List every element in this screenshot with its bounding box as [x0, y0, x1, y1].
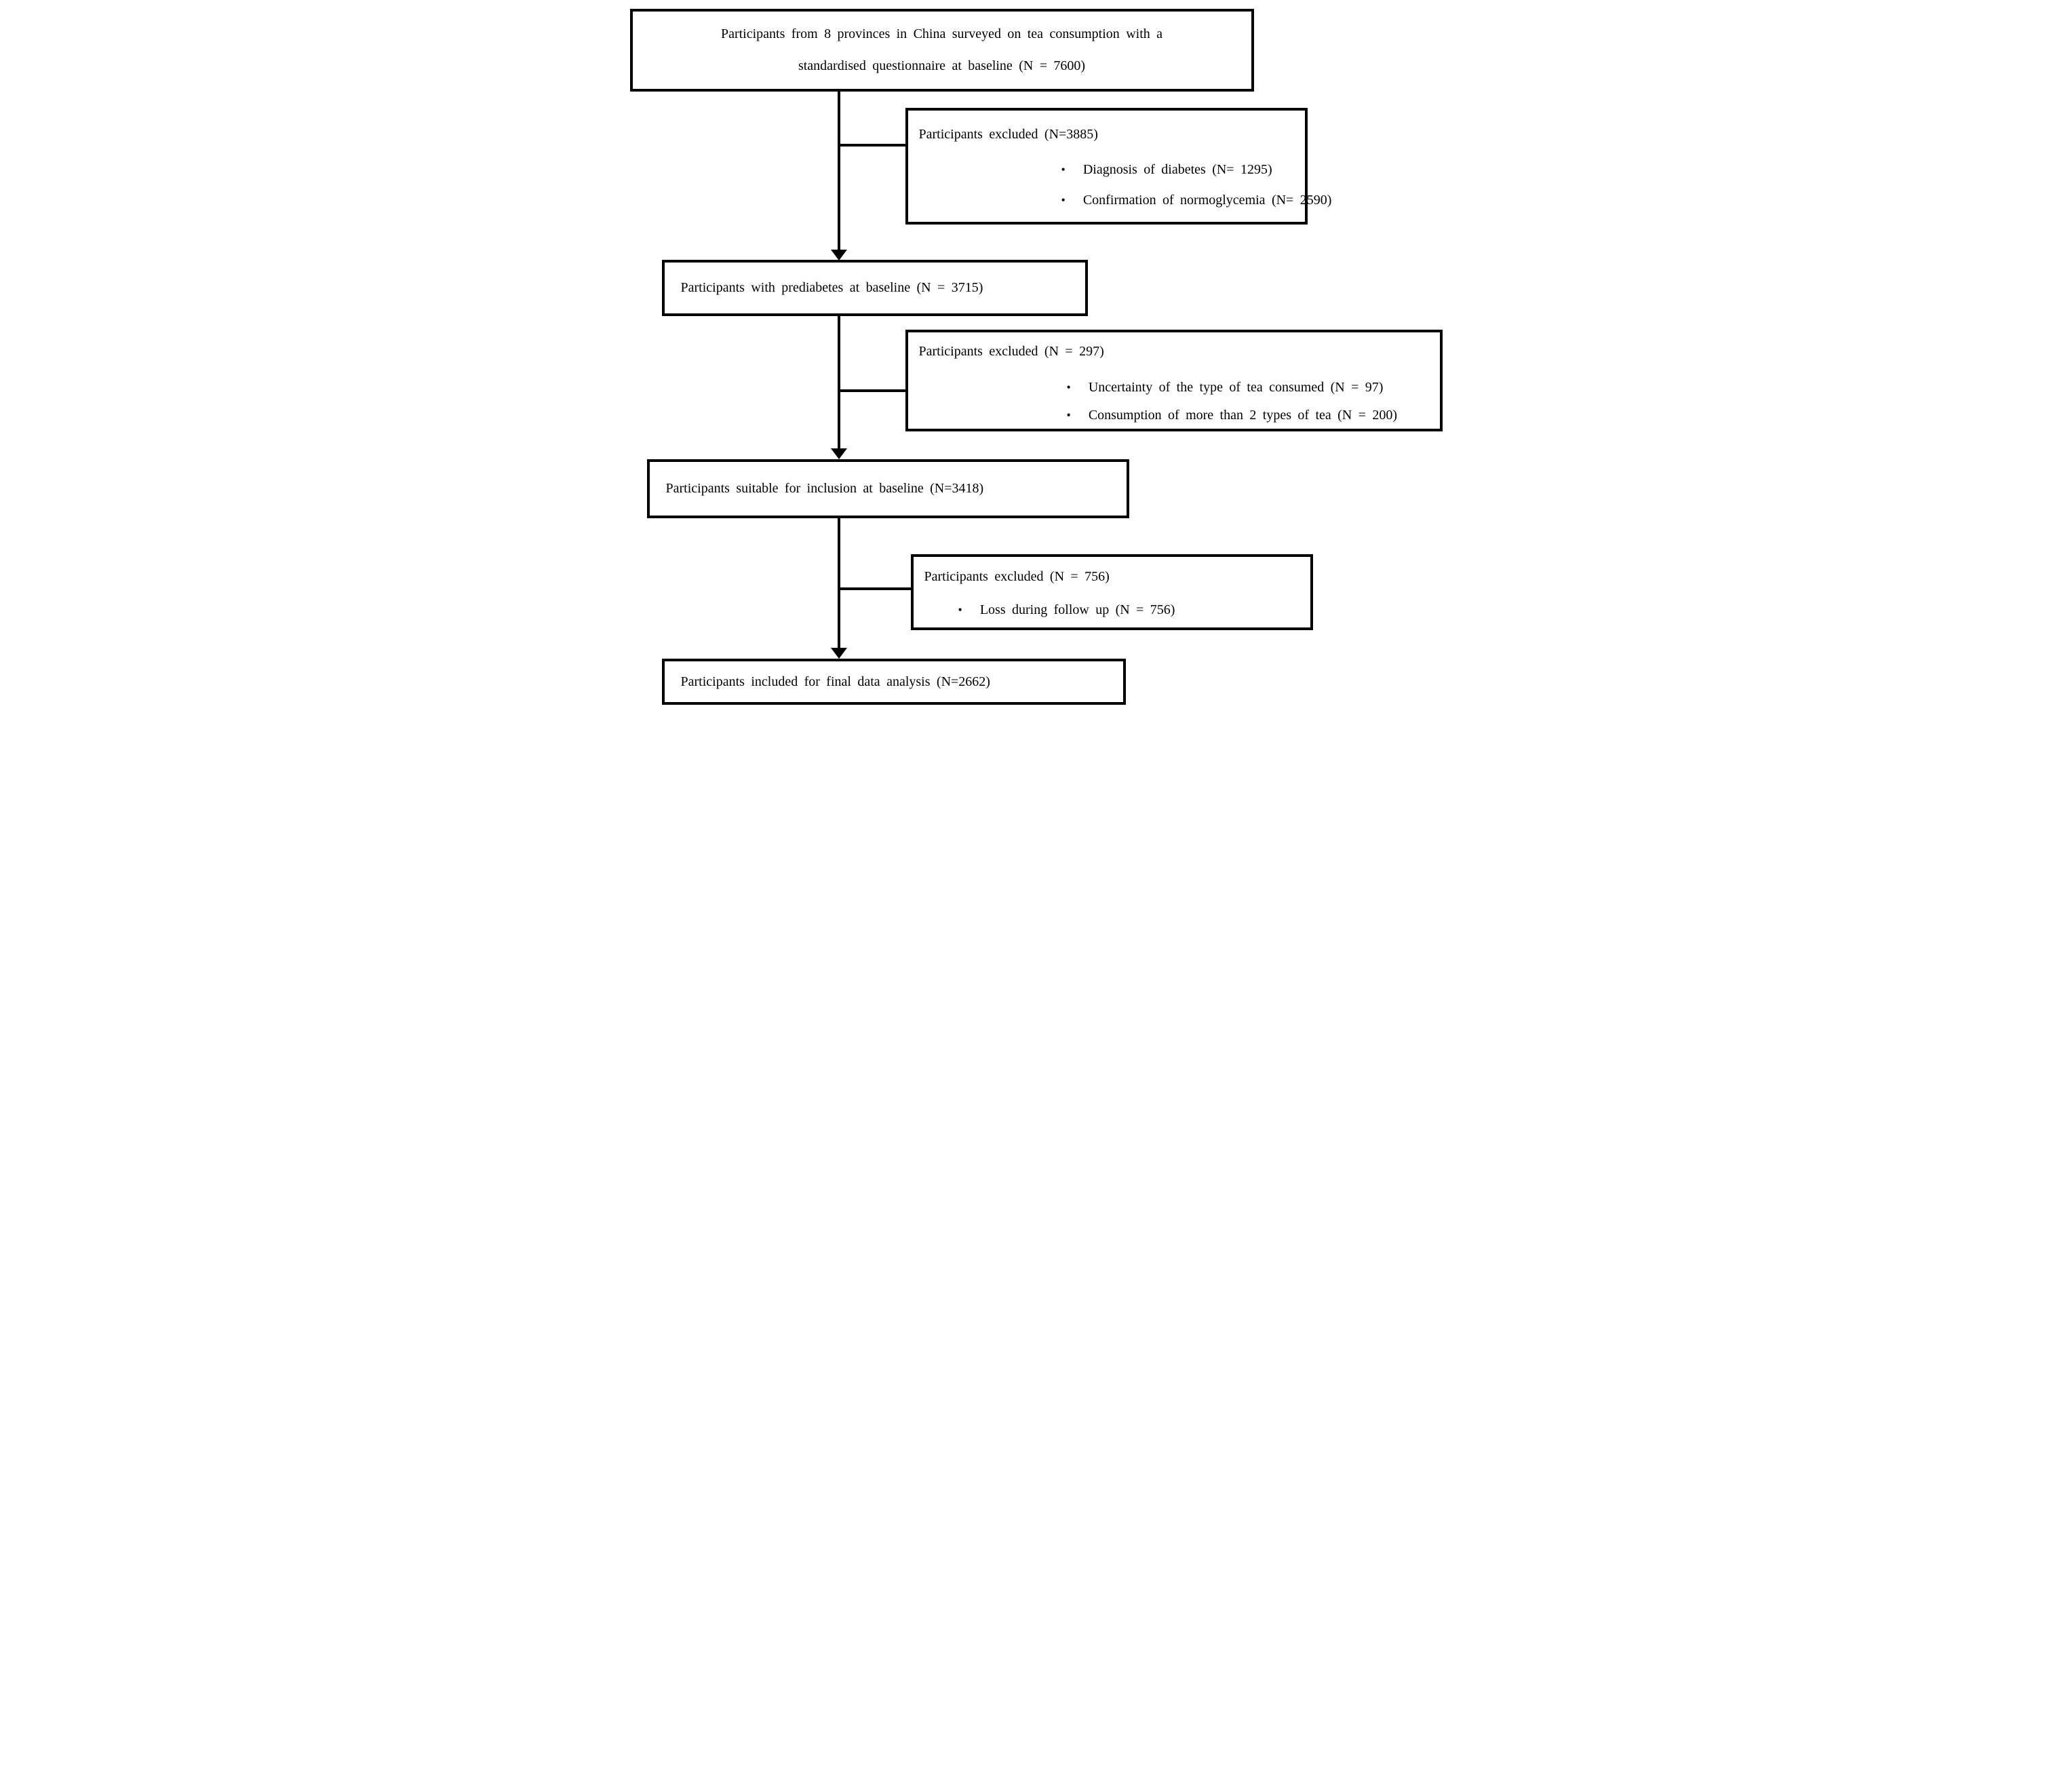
- list-item: • Consumption of more than 2 types of te…: [908, 406, 1440, 425]
- arrow-down-icon: [830, 648, 847, 659]
- box-prediabetes-text: Participants with prediabetes at baselin…: [680, 280, 983, 295]
- box-baseline-survey: Participants from 8 provinces in China s…: [629, 9, 1254, 92]
- bullet-icon: •: [1061, 163, 1066, 176]
- bullet-icon: •: [1061, 193, 1066, 207]
- excluded-2-bullet-text: Consumption of more than 2 types of tea …: [1088, 408, 1398, 423]
- excluded-1-bullet-text: Confirmation of normoglycemia (N= 2590): [1082, 193, 1332, 208]
- connector-baseline-to-prediabetes: [837, 92, 840, 250]
- excluded-1-title: Participants excluded (N=3885): [918, 127, 1098, 142]
- box-excluded-2: Participants excluded (N = 297) • Uncert…: [905, 330, 1443, 431]
- bullet-icon: •: [1066, 381, 1071, 394]
- box-excluded-3: Participants excluded (N = 756) • Loss d…: [910, 554, 1313, 630]
- branch-to-excluded-2: [838, 389, 905, 392]
- list-item: • Confirmation of normoglycemia (N= 2590…: [908, 191, 1332, 210]
- box-suitable-for-inclusion-text: Participants suitable for inclusion at b…: [665, 481, 984, 496]
- connector-suitable-to-final: [837, 518, 840, 649]
- branch-to-excluded-3: [838, 587, 911, 590]
- box-final-analysis: Participants included for final data ana…: [661, 659, 1126, 705]
- participant-flow-diagram: Participants from 8 provinces in China s…: [621, 0, 1451, 714]
- box-baseline-survey-text: Participants from 8 provinces in China s…: [720, 26, 1163, 73]
- list-item: • Diagnosis of diabetes (N= 1295): [908, 161, 1305, 179]
- arrow-down-icon: [830, 448, 847, 459]
- list-item: • Uncertainty of the type of tea consume…: [908, 379, 1440, 397]
- excluded-1-bullet-text: Diagnosis of diabetes (N= 1295): [1082, 162, 1272, 177]
- bullet-icon: •: [1066, 408, 1071, 422]
- excluded-2-title: Participants excluded (N = 297): [918, 344, 1104, 359]
- excluded-3-bullet-text: Loss during follow up (N = 756): [979, 602, 1175, 617]
- excluded-2-bullet-text: Uncertainty of the type of tea consumed …: [1088, 380, 1384, 395]
- box-prediabetes: Participants with prediabetes at baselin…: [661, 260, 1088, 316]
- branch-to-excluded-1: [838, 144, 905, 147]
- bullet-icon: •: [958, 603, 962, 617]
- arrow-down-icon: [830, 250, 847, 260]
- list-item: • Loss during follow up (N = 756): [914, 601, 1310, 619]
- box-excluded-1: Participants excluded (N=3885) • Diagnos…: [905, 108, 1332, 225]
- box-final-analysis-text: Participants included for final data ana…: [680, 674, 990, 689]
- excluded-3-title: Participants excluded (N = 756): [924, 569, 1110, 584]
- connector-prediabetes-to-suitable: [837, 316, 840, 450]
- box-suitable-for-inclusion: Participants suitable for inclusion at b…: [646, 459, 1129, 518]
